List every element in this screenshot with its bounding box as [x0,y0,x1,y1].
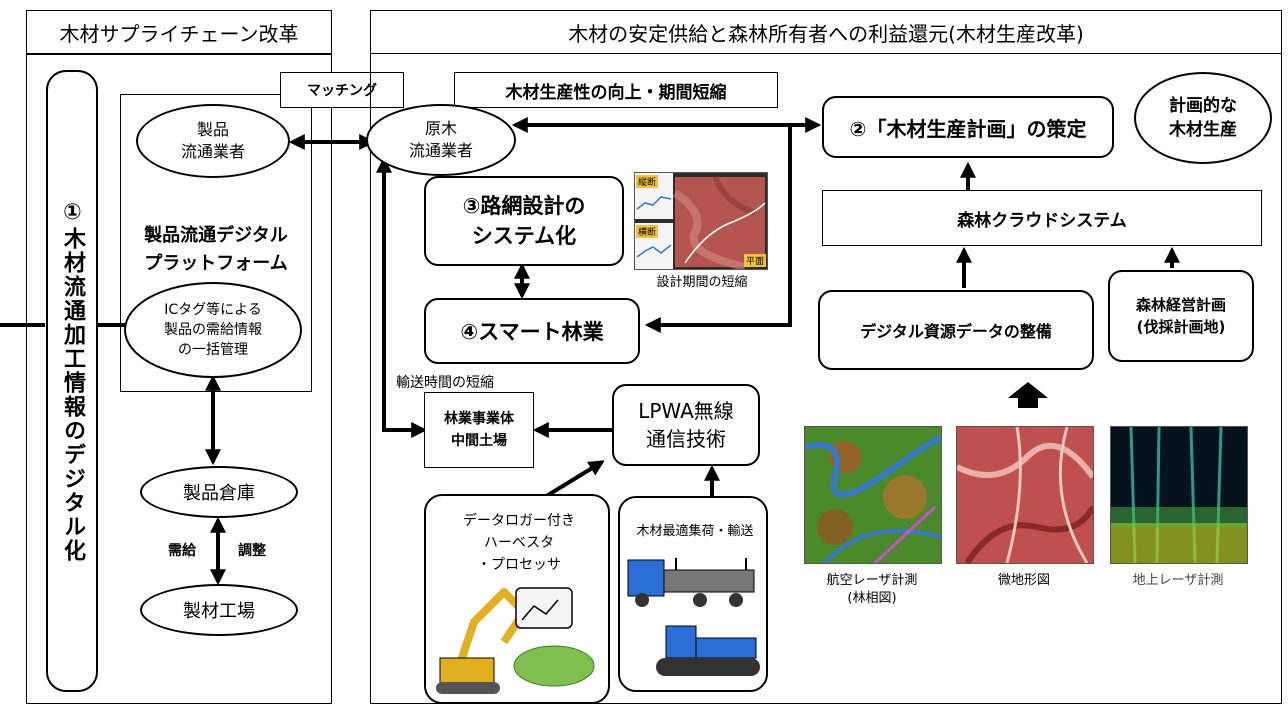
supply-label: 需給 [168,543,196,559]
micro-terrain-image [956,426,1094,564]
sawmill-oval: 製材工場 [140,584,298,636]
road-design-box: ③路網設計の システム化 [424,176,624,266]
dealer-yard-arrow [376,156,428,438]
cloud-system-box: 森林クラウドシステム [822,190,1262,246]
right-panel-title: 木材の安定供給と森林所有者への利益還元(木材生産改革) [370,10,1282,54]
left-panel [26,54,332,704]
harvester-card: データロガー付き ハーベスタ ・プロセッサ [424,494,610,704]
plan-smart-arrow [644,125,792,333]
production-plan-box: ②「木材生産計画」の策定 [822,96,1114,158]
intermediate-yard-box: 林業事業体 中間土場 [424,392,534,468]
cross-label: 横断 [636,225,659,238]
left-panel-title: 木材サプライチェーン改革 [26,10,332,54]
truck-illustration [627,558,760,676]
design-period-caption: 設計期間の短縮 [656,275,748,290]
road-design-image: 縦断 横断 平面 [634,172,768,270]
optimal-transport-card: 木材最適集荷・輸送 [618,496,768,692]
matching-label: マッチング [280,72,404,108]
ground-laser-graphic [1111,427,1247,563]
platform-label: 製品流通デジタル プラットフォーム [144,225,288,274]
lpwa-box: LPWA無線 通信技術 [612,384,760,466]
right-panel [370,54,1282,704]
big-up-arrow [1008,382,1048,408]
harvester-illustration [436,587,595,694]
product-distributor-oval: 製品 流通業者 [136,104,290,178]
harvester-label: データロガー付き ハーベスタ ・プロセッサ [463,513,575,573]
digital-data-box: デジタル資源データの整備 [818,290,1094,370]
warehouse-oval: 製品倉庫 [140,466,298,518]
productivity-banner: 木材生産性の向上・期間短縮 [454,72,778,108]
management-plan-box: 森林経営計画 (伐採計画地) [1108,270,1254,362]
planned-production-oval: 計画的な 木材生産 [1134,72,1272,164]
plan-label: 平面 [743,254,766,267]
aerial-laser-caption: 航空レーザ計測 (林相図) [826,573,918,606]
optimal-transport-label: 木材最適集荷・輸送 [636,524,754,539]
longitudinal-label: 縦断 [636,175,659,188]
ground-laser-caption: 地上レーザ計測 [1132,573,1224,588]
forest-type-map-graphic [805,427,941,563]
micro-terrain-caption: 微地形図 [997,573,1050,588]
smart-forestry-box: ④スマート林業 [424,298,640,364]
digitalization-pillar: ①木材流通加工情報のデジタル化 [46,70,98,692]
aerial-laser-image [804,426,942,564]
adjust-label: 調整 [238,543,266,559]
ground-laser-image [1110,426,1248,564]
log-dealer-oval: 原木 流通業者 [366,104,516,176]
micro-terrain-graphic [957,427,1093,563]
ic-tag-oval: ICタグ等による 製品の需給情報 の一括管理 [124,282,302,378]
platform-frame [120,94,312,392]
harvester-lpwa-arrow [538,460,605,502]
transport-caption: 輸送時間の短縮 [396,375,494,391]
